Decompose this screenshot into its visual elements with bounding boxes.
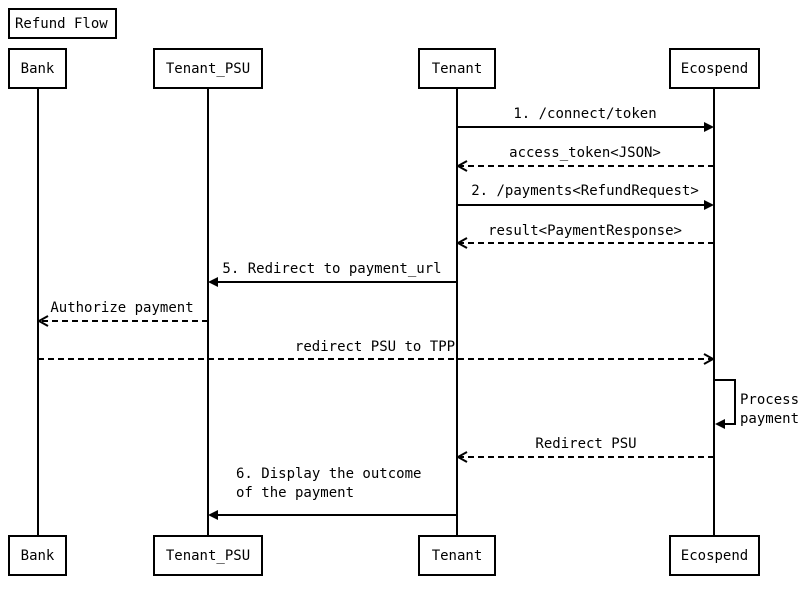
participant-box — [8, 535, 67, 576]
arrowhead — [704, 122, 714, 132]
message-1-connect-token: 1. /connect/token — [457, 106, 714, 132]
participant-box — [669, 535, 760, 576]
message-process-payment-self: Process payment — [714, 379, 799, 429]
message-label: 1. /connect/token — [513, 106, 656, 122]
message-label-line-2: payment — [740, 411, 799, 427]
message-label: result<PaymentResponse> — [488, 223, 682, 239]
participant-tenant-bottom: Tenant — [418, 535, 496, 576]
participant-bank-top: Bank — [8, 48, 67, 89]
participant-tenant-psu-top: Tenant_PSU — [153, 48, 263, 89]
participant-box — [153, 48, 263, 89]
participant-label: Tenant — [432, 61, 483, 77]
message-label-line-1: 6. Display the outcome — [236, 466, 421, 482]
participant-label: Bank — [21, 548, 55, 564]
participant-label: Tenant — [432, 548, 483, 564]
participant-box — [418, 535, 496, 576]
message-5-redirect-to-payment-url: 5. Redirect to payment_url — [208, 261, 457, 287]
diagram-title-text: Refund Flow — [15, 16, 108, 32]
arrowhead — [455, 160, 468, 172]
arrowhead — [36, 315, 49, 327]
message-result-payment-response: result<PaymentResponse> — [455, 223, 714, 249]
message-label: 5. Redirect to payment_url — [222, 261, 441, 277]
participant-tenant-psu-bottom: Tenant_PSU — [153, 535, 263, 576]
message-label-line-1: Process — [740, 392, 799, 408]
participant-bank-bottom: Bank — [8, 535, 67, 576]
message-label: 2. /payments<RefundRequest> — [471, 183, 699, 199]
message-authorize-payment: Authorize payment — [36, 300, 208, 327]
arrowhead — [715, 419, 725, 429]
participant-box — [153, 535, 263, 576]
participant-ecospend-bottom: Ecospend — [669, 535, 760, 576]
message-label: redirect PSU to TPP — [295, 339, 455, 355]
participant-ecospend-top: Ecospend — [669, 48, 760, 89]
message-6-display-outcome: 6. Display the outcome of the payment — [208, 466, 457, 520]
message-redirect-psu-to-tpp: redirect PSU to TPP — [38, 339, 716, 365]
message-2-payments: 2. /payments<RefundRequest> — [457, 183, 714, 210]
participant-label: Bank — [21, 61, 55, 77]
participant-label: Tenant_PSU — [166, 61, 250, 77]
diagram-title-box — [8, 8, 117, 39]
participant-label: Tenant_PSU — [166, 548, 250, 564]
participant-box — [669, 48, 760, 89]
participant-box — [8, 48, 67, 89]
message-redirect-psu: Redirect PSU — [455, 436, 714, 463]
arrowhead — [208, 277, 218, 287]
lifelines — [37, 88, 715, 536]
diagram-title: Refund Flow — [8, 8, 117, 39]
participant-box — [418, 48, 496, 89]
message-label: Authorize payment — [50, 300, 193, 316]
participant-tenant-top: Tenant — [418, 48, 496, 89]
arrowhead — [455, 451, 468, 463]
participant-label: Ecospend — [681, 548, 748, 564]
message-label-line-2: of the payment — [236, 485, 354, 501]
message-label: access_token<JSON> — [509, 145, 661, 161]
self-message-loop — [714, 379, 736, 425]
message-label: Redirect PSU — [535, 436, 636, 452]
arrowhead — [455, 237, 468, 249]
arrowhead — [208, 510, 218, 520]
message-access-token: access_token<JSON> — [455, 145, 714, 172]
participant-label: Ecospend — [681, 61, 748, 77]
arrowhead — [703, 353, 716, 365]
arrowhead — [704, 200, 714, 210]
